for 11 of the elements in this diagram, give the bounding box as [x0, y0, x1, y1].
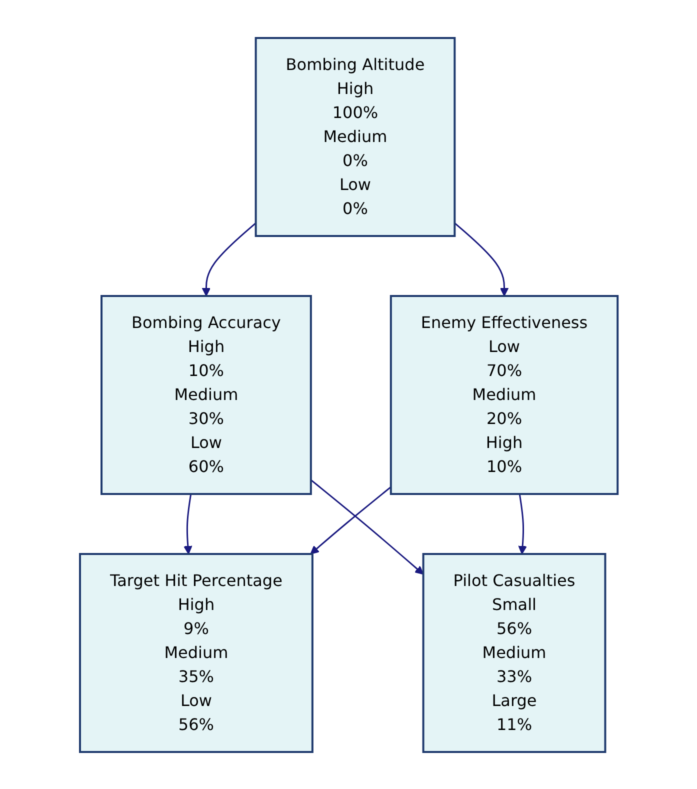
node-box: Enemy Effectiveness Low 70% Medium 20% High 10% [390, 294, 618, 494]
arrow [202, 222, 256, 296]
arrow [183, 493, 192, 554]
arrow [518, 493, 527, 554]
arrow [310, 486, 392, 554]
node-box: Target Hit Percentage High 9% Medium 35% Low 56% [78, 552, 314, 752]
arrow [310, 478, 424, 574]
node-box: Bombing Altitude High 100% Medium 0% Low 0% [254, 36, 456, 236]
node-box: Pilot Casualties Small 56% Medium 33% Large 11% [422, 552, 606, 752]
node-box: Bombing Accuracy High 10% Medium 30% Low 60% [100, 294, 312, 494]
arrow [454, 222, 508, 296]
